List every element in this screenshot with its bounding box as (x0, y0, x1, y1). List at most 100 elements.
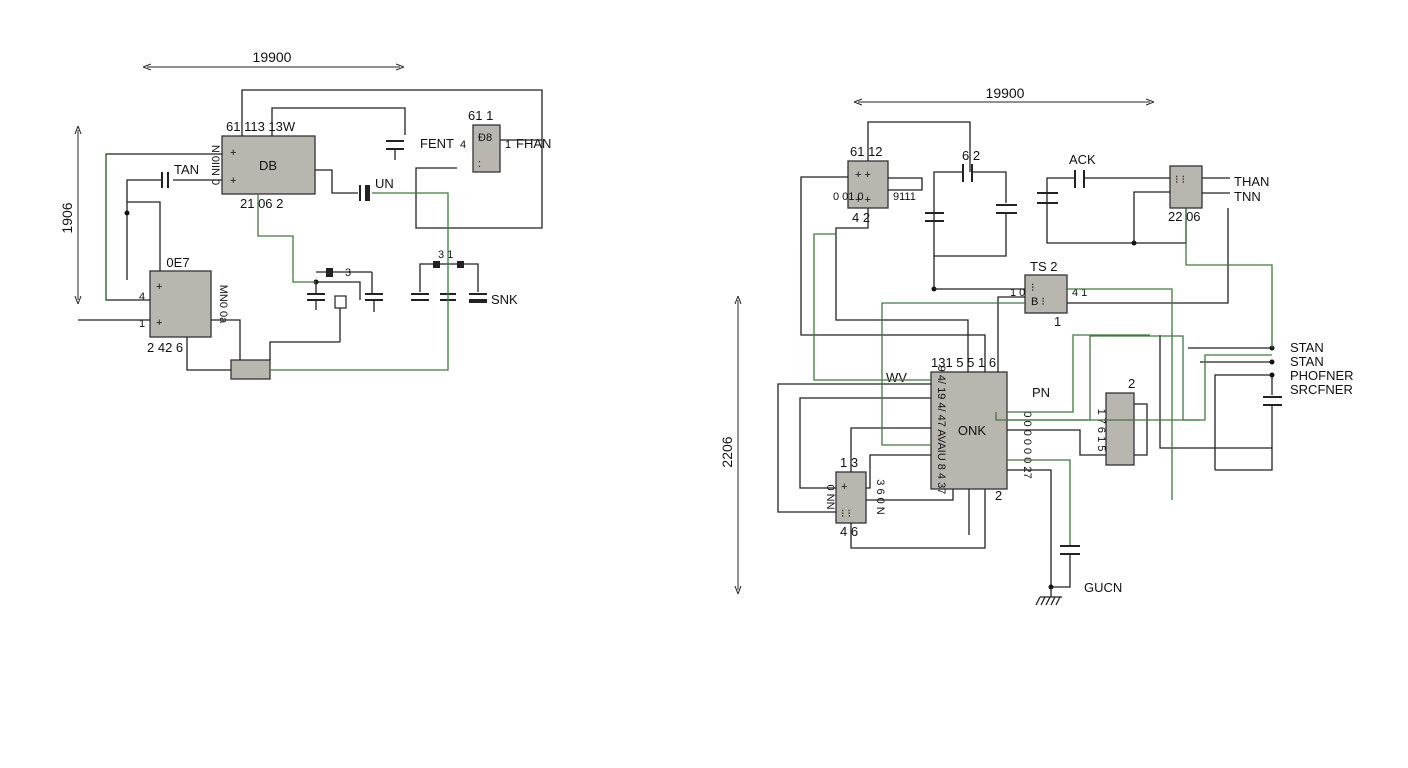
wire-cap62-right (972, 171, 1007, 203)
chip-u6-mark-a: ⁝ (1031, 282, 1035, 294)
wire-ack-in (1046, 177, 1074, 190)
wire-u4-left (800, 176, 986, 372)
chip-u9-top-pins: 2 (1128, 376, 1135, 391)
chip-u4-plus-a: + + (855, 169, 871, 181)
connector-block (230, 359, 271, 380)
chip-u8-top-pins: 1 3 (840, 455, 858, 470)
wire-phofner (1214, 374, 1273, 470)
wire-u6-to-u5 (1067, 208, 1229, 304)
wire-tan-left (126, 179, 162, 280)
green-wire-u6-bus (1067, 288, 1173, 500)
label-tnn: TNN (1234, 189, 1261, 204)
chip-onk-label: ONK (958, 423, 987, 438)
chip-0e7 (149, 270, 212, 338)
chip-0e7-plus-top: + (156, 281, 162, 293)
chip-db (221, 135, 316, 195)
chip-onk (930, 371, 1008, 490)
chip-0e7-left-pin-4: 4 (139, 291, 145, 303)
wire-u8-to-onk-bottom (866, 489, 954, 501)
chip-onk-right-pins: 0 0 0 0 0 0 27 (1021, 411, 1033, 478)
chip-db-bottom-pins: 21 06 2 (240, 196, 283, 211)
wire-db-to-un (315, 169, 358, 194)
green-wire-u4-onk (813, 233, 931, 381)
wire-center-to-u6 (933, 256, 1025, 290)
chip-0e7-side-pins: MN0 0a (217, 285, 229, 324)
chip-u8-mark-b: ⁝ ⁝ (841, 508, 851, 520)
green-wire-onk-pn (1007, 334, 1150, 413)
junction-tan (124, 210, 130, 216)
label-stan-2: STAN (1290, 354, 1324, 369)
chip-u4-right-pins: 9111 (893, 191, 916, 203)
wire-u4-right (888, 177, 923, 191)
chip-u8 (835, 471, 867, 524)
chip-u8-mark-a: + (841, 481, 847, 493)
wire-snk-frame (419, 263, 479, 292)
wire-onk-to-u8-outer (777, 383, 931, 513)
chip-u3 (472, 124, 501, 173)
wire-0e7-right (211, 319, 241, 360)
cap-snk3-b (469, 299, 487, 303)
right-circuit: 19900 2206 61 12 + + + + 0 01 0 9111 4 2… (719, 85, 1354, 606)
label-fent: FENT (420, 136, 454, 151)
chip-db-label: DB (259, 158, 277, 173)
wire-block-up (269, 341, 340, 360)
label-pn: PN (1032, 385, 1050, 400)
label-srcfner: SRCFNER (1290, 382, 1353, 397)
wire-cap-r1-return (934, 213, 1007, 257)
chip-onk-left-pins: 9 4/ 19 4/ 47 AVAIU 8 4 37 (935, 366, 947, 495)
wire-tan-branch (127, 201, 161, 271)
junction-stan2 (1269, 359, 1275, 365)
chip-u5 (1169, 165, 1203, 209)
label-fhan-pin: 1 (505, 139, 511, 151)
wire-onk-to-u8-right (866, 454, 931, 489)
label-fhan: FHAN (516, 136, 551, 151)
wire-onk-to-u8-inner (799, 397, 931, 489)
chip-u4-bottom-pins: 4 2 (852, 210, 870, 225)
chip-u6-left-pins: 1 0 (1010, 287, 1025, 299)
green-wire-u5-stan (1185, 208, 1273, 348)
wire-onk-to-u8-top (850, 427, 931, 472)
chip-onk-bottom-pins: 2 (995, 488, 1002, 503)
chip-u8-right-pins: 3 6 0 N (874, 479, 886, 515)
wire-onk-to-u9 (1007, 429, 1106, 456)
snk-node-b (457, 261, 464, 268)
chip-u8-left-pins: 0 NN (824, 484, 836, 509)
chip-0e7-plus-bottom: + (156, 317, 162, 329)
left-side-dimension-label: 1906 (59, 202, 75, 233)
snk-node-a (433, 261, 440, 268)
chip-u3-mark: Ð8 (478, 132, 492, 144)
wire-top-loop (241, 89, 543, 229)
green-wire-u6-onk (881, 302, 1025, 446)
label-fent-pin: 4 (460, 139, 466, 151)
label-wv: WV (886, 370, 907, 385)
chip-u8-bottom-pins: 4 6 (840, 524, 858, 539)
chip-u4-top-pins: 61 12 (850, 144, 883, 159)
wire-0e7-bottom (186, 337, 231, 371)
chip-u6-top-pins: TS 2 (1030, 259, 1057, 274)
wire-u9-right (1134, 403, 1148, 456)
label-than: THAN (1234, 174, 1269, 189)
chip-u9-left-pins: 1 7 6 1 5 (1095, 409, 1107, 452)
chip-u6-right-pins: 4 1 (1072, 287, 1087, 299)
chip-db-plus-top: + (230, 147, 236, 159)
wire-cap-out-return (1215, 405, 1273, 471)
chip-u6 (1024, 274, 1068, 314)
wire-u6-left (997, 296, 1025, 372)
label-gucn: GUCN (1084, 580, 1122, 595)
wire-gnd-cap (1050, 545, 1071, 588)
wire-onk-to-gnd (1007, 469, 1052, 545)
chip-0e7-label: 0E7 (166, 255, 189, 270)
wire-mid-bus (316, 281, 361, 300)
wire-u4-bottom (835, 208, 969, 372)
wire-cap62-left (933, 171, 962, 256)
ground-icon (1035, 587, 1062, 606)
label-snk: SNK (491, 292, 518, 307)
label-phofner: PHOFNER (1290, 368, 1354, 383)
label-ack: ACK (1069, 152, 1096, 167)
wire-u4-top-loop (867, 121, 971, 172)
chip-0e7-bottom-pins: 2 42 6 (147, 340, 183, 355)
chip-u9 (1105, 392, 1135, 466)
green-wire-onk-gnd (1007, 459, 1071, 545)
